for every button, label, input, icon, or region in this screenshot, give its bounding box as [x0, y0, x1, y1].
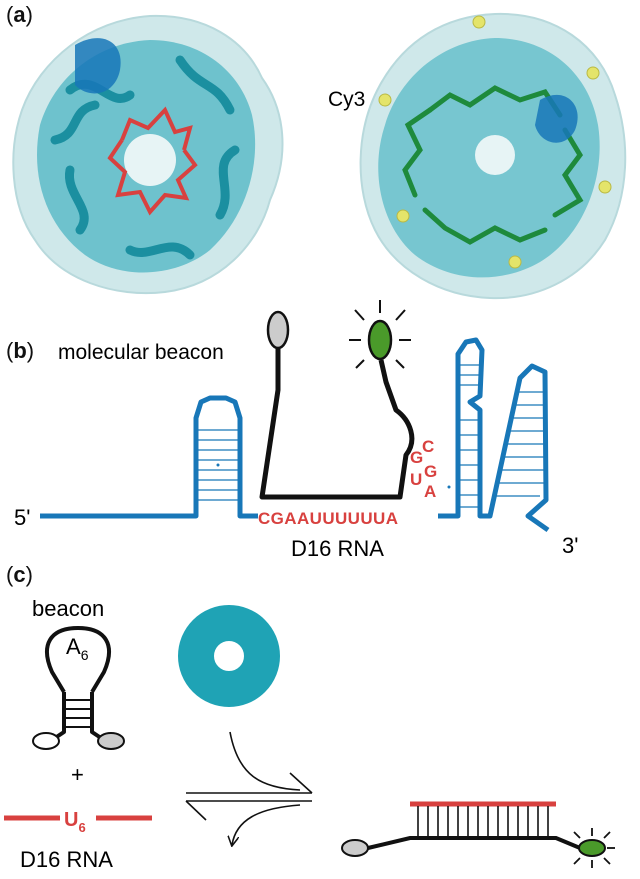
cy3-dye-marker	[472, 15, 486, 29]
sequence-vertical-base: G	[424, 462, 437, 481]
cy3-label: Cy3	[328, 88, 365, 111]
quencher-open	[32, 732, 60, 750]
rna-backbone-right	[438, 337, 550, 533]
cy3-dye-marker	[396, 209, 410, 223]
hfq-ring	[178, 605, 280, 707]
fluorophore-on	[578, 839, 606, 857]
hexamer-rna-bound	[12, 14, 284, 295]
highlighted-subunit	[535, 94, 578, 143]
duplex-beacon-strand	[367, 836, 581, 850]
emission-rays-c	[573, 828, 615, 868]
panel-a-label: (a)	[6, 2, 33, 27]
quencher-separated	[341, 839, 369, 857]
three-prime-label: 3'	[562, 533, 578, 558]
rna-backbone-left	[40, 395, 258, 519]
loop-a-label: A6	[66, 634, 89, 663]
hairpin-left-base-pairs	[196, 429, 240, 501]
sequence-vertical-base: G	[410, 448, 423, 467]
sequence-horizontal: CGAAUUUUUUA	[258, 509, 398, 528]
fluorophore-lit	[367, 319, 393, 361]
bound-rna-green	[402, 85, 584, 245]
panel-b-label: (b)	[6, 338, 35, 363]
beacon-stem-pairs	[64, 699, 92, 728]
cy3-dye-marker	[378, 93, 392, 107]
central-pore	[475, 135, 515, 175]
duplex-base-pairs	[417, 806, 549, 838]
quencher	[266, 310, 290, 350]
highlighted-subunit	[75, 38, 121, 94]
five-prime-label: 5'	[14, 505, 30, 530]
plus-sign: +	[71, 762, 84, 787]
u6-label: U6	[64, 809, 86, 835]
quencher-gray	[97, 732, 125, 750]
d16-rna-label: D16 RNA	[291, 536, 384, 561]
gu-pair-dot	[447, 485, 451, 489]
beacon-strand	[259, 348, 415, 500]
hairpin-right-base-pairs	[458, 364, 545, 508]
beacon-rna-duplex	[341, 801, 615, 868]
d16-rna-label-c: D16 RNA	[20, 847, 113, 872]
molecular-beacon-label: molecular beacon	[58, 341, 224, 364]
cy3-dye-marker	[508, 255, 522, 269]
cy3-dye-marker	[586, 66, 600, 80]
emission-rays	[349, 300, 411, 369]
sequence-vertical-base: A	[424, 482, 436, 501]
sequence-vertical-base: U	[410, 470, 422, 489]
beacon-label: beacon	[32, 596, 104, 621]
cy3-dye-marker	[598, 180, 612, 194]
gu-pair-dot	[216, 463, 220, 467]
central-pore	[124, 134, 176, 186]
equilibrium-arrows	[185, 731, 313, 845]
panel-c-label: (c)	[6, 562, 33, 587]
bound-rna-red	[107, 106, 198, 216]
hexamer-cy3-labeled	[359, 12, 627, 300]
sequence-vertical-base: C	[422, 437, 434, 456]
